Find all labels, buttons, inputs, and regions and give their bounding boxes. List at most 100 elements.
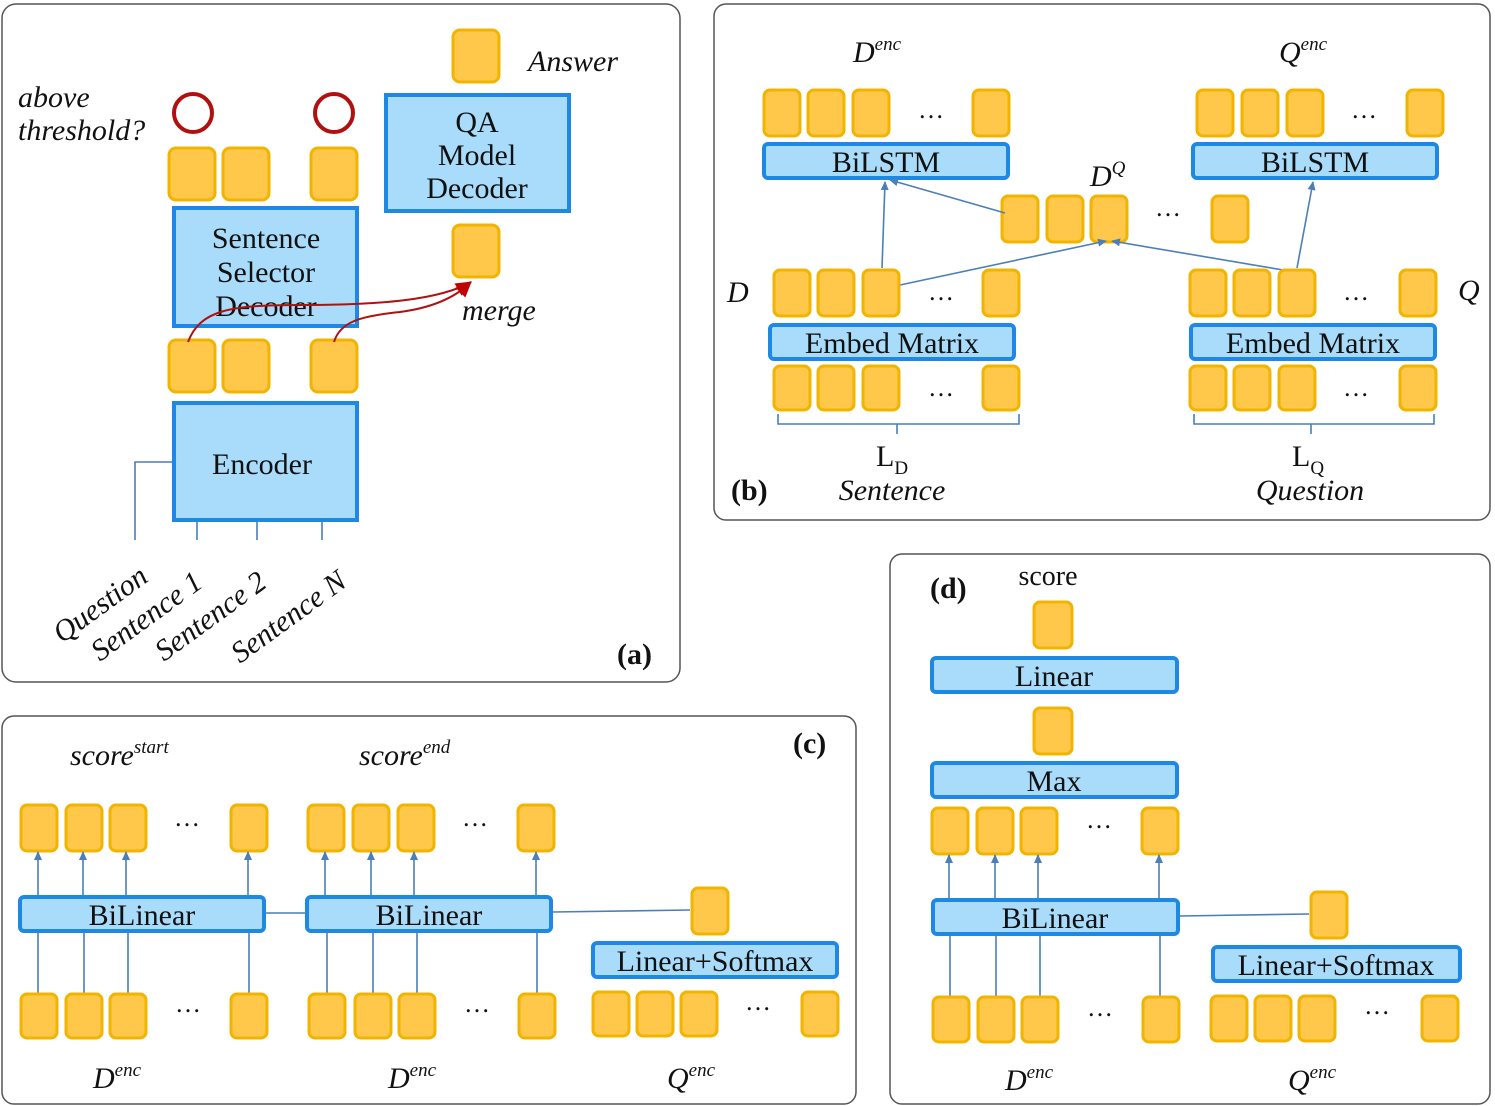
panel-b: Denc Qenc … … BiLSTM BiLSTM DQ … D [713,3,1491,521]
d-max [930,761,1179,799]
encoder-output-token [309,338,359,394]
sentence-selector-line2: Selector [217,256,315,289]
threshold-circle-n [313,92,355,134]
c-qenc-token [591,990,631,1038]
b-d-embed-token [981,268,1021,318]
b-q-embed-ellipsis: … [1343,277,1372,306]
answer-token [451,28,501,84]
d-denc-ellipsis: … [1087,993,1116,1022]
b-lq-label: LQ [1292,440,1324,479]
selector-output-token [221,146,271,202]
merge-arrow-n [333,281,472,343]
d-score-token [1032,600,1074,650]
c-score-end-ellipsis: … [462,803,491,832]
b-q-embed-token [1188,268,1228,318]
panel-a-label: (a) [617,638,652,671]
c-qenc-ellipsis: … [745,987,774,1016]
c-qenc-token [635,990,675,1038]
d-bilinear-output-token [930,806,970,856]
b-sentence-label: Sentence [839,474,946,507]
d-linear [930,656,1179,694]
d-max-output-token [1032,706,1074,756]
qa-decoder-line2: Model [438,139,516,172]
b-arrow-q-dq [1111,238,1296,273]
c-qenc-label: Qenc [667,1060,716,1095]
d-qenc-token [1420,994,1460,1043]
b-q-input-token [1277,364,1317,412]
panel-c-label: (c) [793,727,826,760]
c-denc-token [229,992,269,1040]
c-score-start-token [229,803,269,853]
c-denc-token [64,992,104,1040]
b-d-input-token [861,364,901,412]
sentence-selector-decoder [172,206,359,328]
d-bilinear-output-ellipsis: … [1086,805,1115,834]
b-d-brace [777,414,1020,434]
d-bilinear [931,898,1180,936]
b-bilstm-q [1191,142,1439,180]
qa-decoder-line1: QA [455,106,499,139]
d-q-vector-token [1309,890,1349,940]
b-dq-token [1000,194,1040,244]
c-qenc-token [679,990,719,1038]
b-q-input-ellipsis: … [1343,373,1372,402]
panel-c: (c) scorestart scoreend … … BiLinear BiL… [1,715,857,1105]
b-q-input-token [1232,364,1272,412]
encoder-output-token [167,338,217,394]
b-denc-token [971,88,1011,138]
b-denc-token [806,88,846,138]
merge-arrow-1 [187,281,472,343]
b-embed-matrix-d [768,323,1016,361]
c-bilinear-end [305,895,553,933]
merge-label: merge [462,294,536,327]
b-qenc-token [1240,88,1280,138]
b-dq-token [1045,194,1085,244]
d-bilinear-label: BiLinear [1002,902,1109,935]
b-question-label: Question [1256,474,1364,507]
d-denc-token [931,995,971,1044]
b-d-embed-ellipsis: … [928,277,957,306]
b-q-embed-token [1277,268,1317,318]
c-denc-token [397,992,437,1040]
b-q-label: Q [1458,274,1480,307]
c-denc-token [307,992,347,1040]
d-denc-token [1141,995,1181,1044]
d-qenc-ellipsis: … [1364,991,1393,1020]
c-bilinear-start-label: BiLinear [89,899,196,932]
b-bilstm-d [762,142,1010,180]
sentence-selector-line1: Sentence [212,222,320,255]
b-dq-label: DQ [1089,158,1126,193]
c-score-start-ellipsis: … [174,803,203,832]
d-linear-softmax [1211,945,1462,983]
b-d-embed-token [772,268,812,318]
b-d-embed-token [816,268,856,318]
panel-b-frame [713,3,1491,521]
c-bilinear-start [18,895,266,933]
d-denc-token [1020,995,1060,1044]
d-qenc-token [1209,994,1249,1043]
panel-a: above threshold? Sentence Selector Decod… [1,3,681,683]
question-input-line [134,461,172,540]
b-embed-matrix-d-label: Embed Matrix [805,327,979,360]
b-dq-token [1089,194,1129,244]
c-score-end-label: scoreend [359,737,451,772]
c-denc-label-2: Denc [387,1060,437,1095]
d-max-label: Max [1027,765,1082,798]
qa-decoder-line3: Decoder [426,172,528,205]
c-score-end-token [351,803,391,853]
d-qenc-token [1253,994,1293,1043]
d-linear-softmax-label: Linear+Softmax [1238,949,1435,982]
c-bilinear-end-label: BiLinear [376,899,483,932]
b-q-embed-token [1232,268,1272,318]
panel-d-label: (d) [930,572,967,605]
c-denc-token [108,992,148,1040]
c-linear-softmax [591,941,839,979]
c-score-end-token [516,803,556,853]
c-score-start-token [108,803,148,853]
b-embed-matrix-q-label: Embed Matrix [1226,327,1400,360]
c-denc-token [517,992,557,1040]
threshold-circle-1 [172,92,214,134]
b-denc-label: Denc [852,34,902,69]
b-qenc-token [1285,88,1325,138]
